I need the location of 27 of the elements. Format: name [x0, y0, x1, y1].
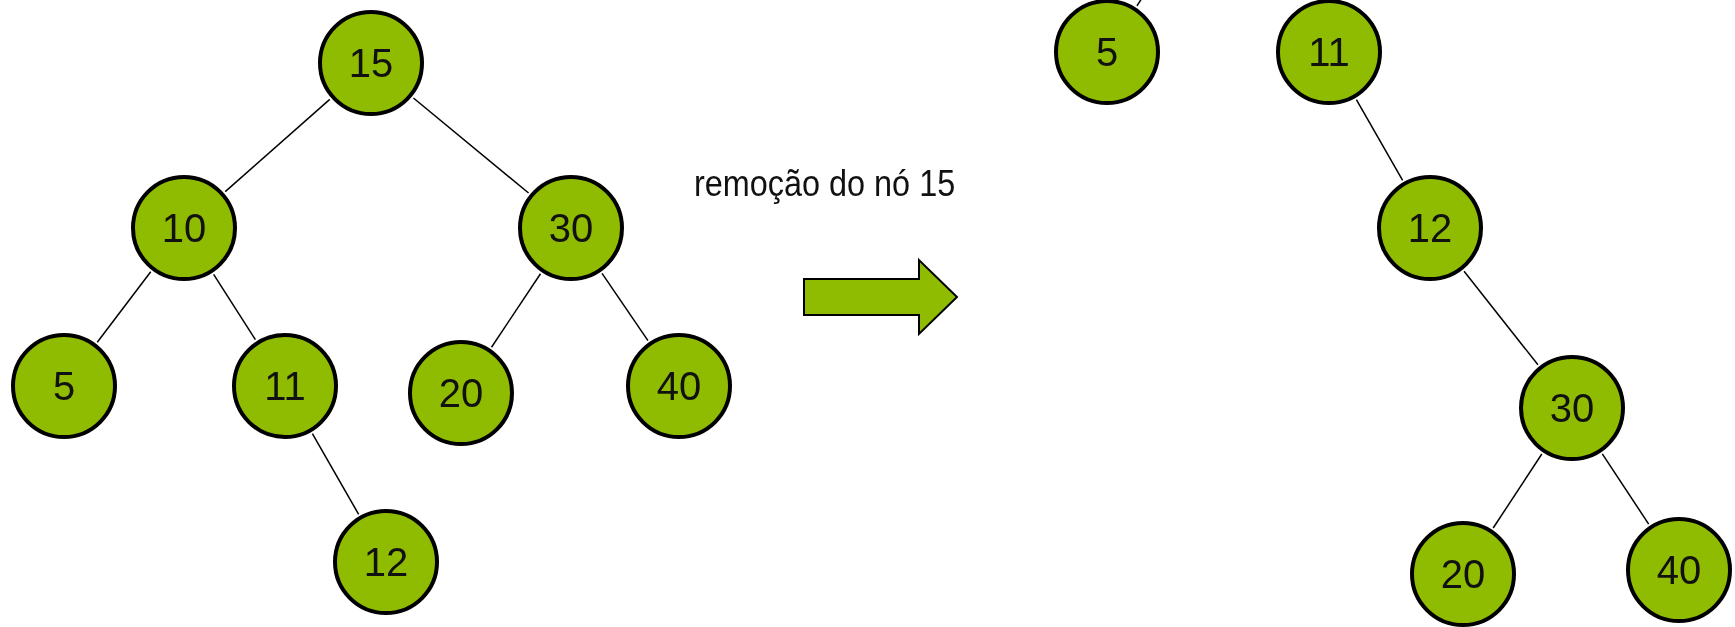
- tree-edge: [96, 271, 152, 343]
- tree-edge: [1492, 453, 1543, 529]
- tree-edge: [1601, 453, 1650, 525]
- tree-node-circle: 12: [1377, 175, 1483, 281]
- tree-edge: [1355, 98, 1404, 182]
- tree-node-circle: 15: [318, 10, 424, 116]
- tree-node-circle: 10: [131, 175, 237, 281]
- tree-node-circle: 30: [1519, 355, 1625, 461]
- tree-edge: [1136, 0, 1143, 7]
- tree-node-circle: 30: [518, 175, 624, 281]
- tree-node-circle: 11: [1276, 0, 1382, 105]
- tree-edge: [224, 98, 331, 193]
- tree-node-circle: 40: [626, 333, 732, 439]
- operation-caption: remoção do nó 15: [694, 163, 956, 205]
- tree-edge: [311, 432, 360, 516]
- tree-edge: [601, 272, 649, 342]
- tree-edge: [212, 273, 257, 341]
- tree-node-circle: 5: [1054, 0, 1160, 105]
- tree-node-circle: 5: [11, 333, 117, 439]
- tree-node-circle: 12: [333, 509, 439, 615]
- tree-node-circle: 20: [408, 340, 514, 446]
- tree-node-circle: 40: [1626, 517, 1732, 623]
- tree-edge: [412, 97, 530, 194]
- tree-node-circle: 20: [1410, 521, 1516, 627]
- tree-edge: [1463, 270, 1539, 366]
- tree-node-circle: 11: [232, 333, 338, 439]
- tree-edge: [490, 273, 542, 348]
